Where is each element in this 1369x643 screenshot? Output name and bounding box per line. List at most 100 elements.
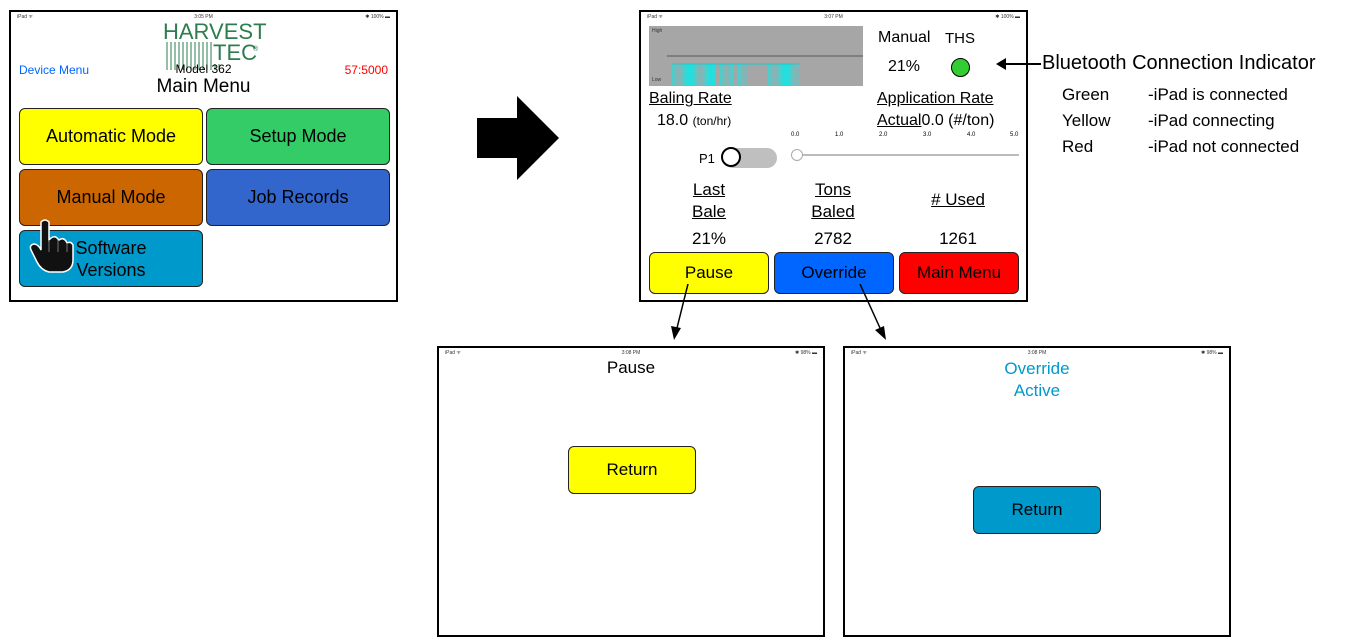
baling-rate-unit: (ton/hr) — [692, 114, 732, 128]
device-menu-link[interactable]: Device Menu — [19, 63, 90, 77]
setup-mode-button[interactable]: Setup Mode — [206, 108, 390, 165]
baling-rate-number: 18.0 — [657, 112, 689, 129]
legend-arrow-icon — [996, 57, 1041, 71]
manual-mode-button[interactable]: Manual Mode — [19, 169, 203, 226]
actual-value: 0.0 — [921, 112, 944, 129]
override-title-line1: Override — [1004, 359, 1070, 378]
slider-tick-0: 0.0 — [791, 132, 800, 138]
carrier-label: iPad ᯤ — [647, 14, 663, 20]
legend-color-yellow: Yellow — [1062, 111, 1111, 130]
moisture-graph-plot — [667, 55, 863, 92]
last-bale-value: 21% — [691, 229, 727, 248]
actual-rate: Actual0.0 (#/ton) — [877, 112, 994, 130]
override-connector-arrowhead — [875, 326, 886, 340]
override-title: Override Active — [845, 358, 1229, 402]
slider-tick-labels: 0.0 1.0 2.0 3.0 4.0 5.0 — [791, 132, 1021, 148]
slider-thumb[interactable] — [791, 149, 803, 161]
tons-baled-value: 2782 — [814, 229, 852, 248]
logo-registered-mark: ® — [253, 46, 259, 53]
graph-high-label: High — [652, 28, 663, 34]
battery-label: ✱ 98% ▬ — [1201, 350, 1223, 356]
automatic-mode-button[interactable]: Automatic Mode — [19, 108, 203, 165]
p1-label: P1 — [699, 151, 715, 166]
tons-baled-header: Tons Baled — [801, 179, 865, 223]
actual-label: Actual — [877, 112, 922, 129]
last-bale-line1: Last — [692, 180, 726, 199]
moisture-percent: 21% — [888, 58, 921, 75]
bluetooth-indicator — [951, 58, 970, 77]
baling-rate-label: Baling Rate — [649, 90, 732, 107]
graph-low-label: Low — [652, 77, 662, 83]
return-button[interactable]: Return — [973, 486, 1101, 534]
slider-tick-5: 5.0 — [1010, 132, 1019, 138]
application-rate-label: Application Rate — [877, 90, 994, 107]
slider-tick-3: 3.0 — [923, 132, 932, 138]
pause-button[interactable]: Pause — [649, 252, 769, 294]
slider-tick-2: 2.0 — [879, 132, 888, 138]
slider-track — [795, 154, 1019, 156]
model-label: Model 362 — [175, 62, 232, 76]
main-menu-button[interactable]: Main Menu — [899, 252, 1019, 294]
last-bale-header: Last Bale — [681, 179, 737, 223]
legend-row-red: Red -iPad not connected — [1062, 134, 1299, 160]
baling-rate-value: 18.0 (ton/hr) — [657, 112, 731, 130]
harvest-tec-logo: HARVEST TEC ® — [159, 18, 267, 72]
manual-mode-screen: iPad ᯤ 3:07 PM ✱ 100% ▬ High Low Manual … — [639, 10, 1028, 302]
used-header: # Used — [931, 190, 985, 209]
slider-tick-1: 1.0 — [835, 132, 844, 138]
return-button[interactable]: Return — [568, 446, 696, 494]
status-bar: iPad ᯤ 3:08 PM ✱ 98% ▬ — [439, 348, 823, 358]
legend-title: Bluetooth Connection Indicator — [1042, 52, 1316, 74]
right-arrow-icon — [477, 96, 559, 180]
tons-baled-line2: Baled — [811, 202, 855, 221]
legend-color-red: Red — [1062, 137, 1094, 156]
used-value: 1261 — [939, 229, 977, 248]
legend-desc-red: -iPad not connected — [1148, 137, 1300, 156]
last-bale-line2: Bale — [691, 202, 727, 221]
p1-toggle-knob — [721, 147, 741, 167]
legend-row-green: Green -iPad is connected — [1062, 82, 1299, 108]
moisture-graph: High Low — [649, 26, 863, 92]
battery-label: ✱ 100% ▬ — [365, 14, 390, 20]
pause-connector-arrowhead — [671, 326, 681, 340]
job-records-button[interactable]: Job Records — [206, 169, 390, 226]
clock-label: 3:08 PM — [621, 350, 641, 356]
page-title: Pause — [606, 358, 656, 377]
pause-screen: iPad ᯤ 3:08 PM ✱ 98% ▬ Pause Return — [437, 346, 825, 637]
connector-arrows — [671, 284, 886, 340]
carrier-label: iPad ᯤ — [851, 350, 867, 356]
actual-unit: (#/ton) — [948, 112, 995, 129]
status-bar: iPad ᯤ 3:08 PM ✱ 98% ▬ — [845, 348, 1229, 358]
mode-label: Manual — [878, 29, 931, 46]
software-label-line1: Software — [75, 237, 147, 258]
clock-label: 3:07 PM — [824, 14, 843, 20]
carrier-label: iPad ᯤ — [445, 350, 461, 356]
p1-toggle[interactable] — [721, 147, 777, 168]
status-bar: iPad ᯤ 3:05 PM ✱ 100% ▬ — [11, 12, 396, 22]
slider-tick-4: 4.0 — [967, 132, 976, 138]
override-title-line2: Active — [1013, 381, 1061, 400]
rate-slider[interactable]: 0.0 1.0 2.0 3.0 4.0 5.0 — [791, 132, 1021, 162]
counter-value: 57:5000 — [344, 63, 388, 77]
ths-label: THS — [945, 30, 975, 47]
legend-row-yellow: Yellow -iPad connecting — [1062, 108, 1299, 134]
legend-desc-yellow: -iPad connecting — [1148, 111, 1275, 130]
page-title: Main Menu — [156, 76, 251, 97]
battery-label: ✱ 98% ▬ — [795, 350, 817, 356]
override-button[interactable]: Override — [774, 252, 894, 294]
pause-connector-line — [676, 284, 689, 329]
hand-cursor-icon — [27, 218, 77, 274]
clock-label: 3:08 PM — [1027, 350, 1047, 356]
main-menu-screen: iPad ᯤ 3:05 PM ✱ 100% ▬ HARVEST TEC ® De… — [9, 10, 398, 302]
logo-harvest-text: HARVEST — [163, 19, 267, 44]
legend-rows: Green -iPad is connected Yellow -iPad conn… — [1062, 82, 1299, 160]
software-label-line2: Versions — [76, 259, 146, 280]
battery-label: ✱ 100% ▬ — [995, 14, 1020, 20]
override-screen: iPad ᯤ 3:08 PM ✱ 98% ▬ Override Active R… — [843, 346, 1231, 637]
carrier-label: iPad ᯤ — [17, 14, 33, 20]
tons-baled-line1: Tons — [815, 180, 851, 199]
legend-desc-green: -iPad is connected — [1148, 85, 1288, 104]
logo-tec-text: TEC — [213, 40, 257, 65]
legend-color-green: Green — [1062, 85, 1110, 104]
status-bar: iPad ᯤ 3:07 PM ✱ 100% ▬ — [641, 12, 1026, 22]
